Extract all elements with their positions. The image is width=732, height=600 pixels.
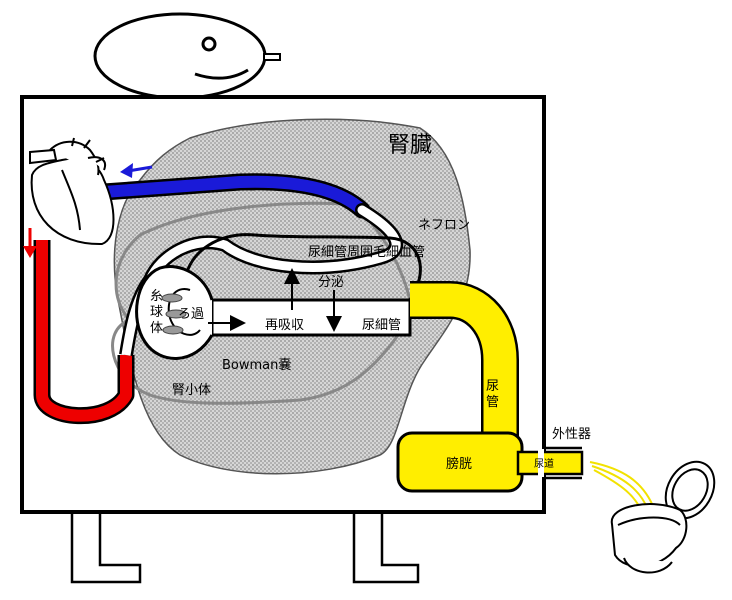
label-filtration: ろ過 <box>178 307 204 322</box>
label-bladder: 膀胱 <box>446 456 472 472</box>
body-edge-gap <box>538 449 544 477</box>
capillary-band-fill <box>145 205 401 285</box>
heart-icon <box>29 137 115 246</box>
renal-corpuscle-shape <box>135 265 214 360</box>
label-ureter-2: 管 <box>486 395 499 410</box>
head-icon <box>93 12 281 100</box>
body-outline <box>20 95 546 514</box>
label-glomerulus-1: 糸 <box>150 289 163 304</box>
legs <box>70 514 420 584</box>
artery <box>33 240 135 425</box>
label-tubule: 尿細管 <box>362 318 401 333</box>
label-reabsorption: 再吸収 <box>265 318 304 333</box>
tubule-loop <box>183 233 422 301</box>
label-glomerulus-3: 体 <box>150 321 163 336</box>
artery-fill <box>36 240 132 422</box>
vein-fill <box>98 175 368 216</box>
label-bowman: Bowman嚢 <box>222 357 291 373</box>
label-secretion: 分泌 <box>318 275 344 290</box>
kidney-title: 腎臓 <box>388 133 432 158</box>
label-capillary: 尿細管周囲毛細血管 <box>308 245 425 260</box>
label-ureter-1: 尿 <box>486 379 499 394</box>
label-urethra: 尿道 <box>534 457 554 470</box>
urethra-shape <box>516 450 584 476</box>
label-nephron: ネフロン <box>418 218 470 233</box>
arrow-down-icon <box>23 228 37 258</box>
label-genitals: 外性器 <box>552 427 591 442</box>
label-renal-corpuscle: 腎小体 <box>172 383 211 398</box>
arrow-left-icon <box>120 163 153 178</box>
ureter-fill <box>410 283 517 445</box>
label-glomerulus-2: 球 <box>150 305 163 320</box>
toilet-icon <box>610 460 716 574</box>
